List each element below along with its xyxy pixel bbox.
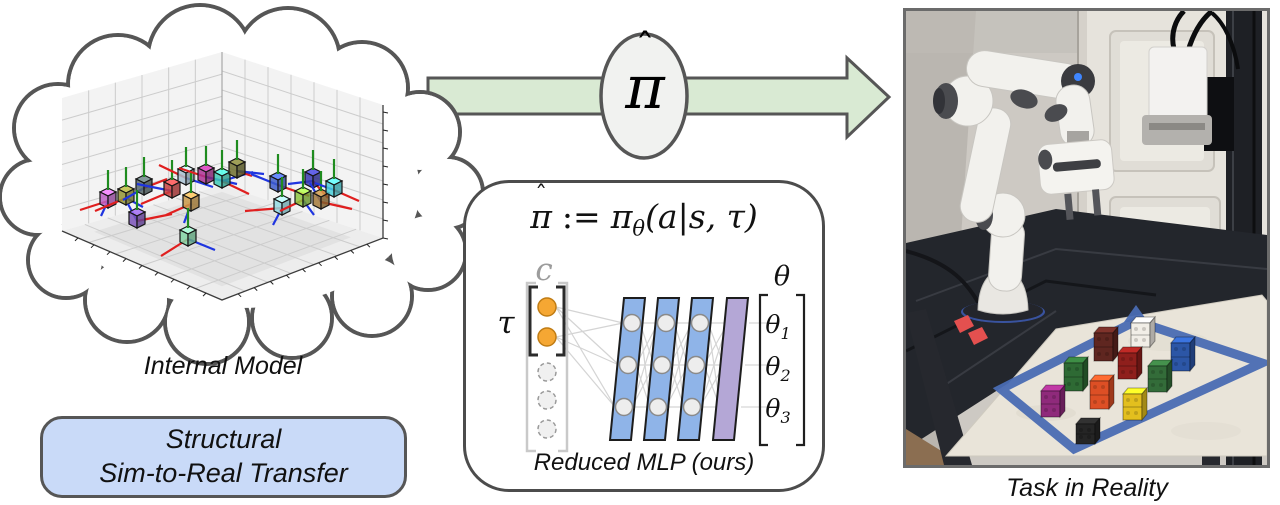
task-photo <box>903 8 1270 468</box>
hidden-node <box>690 313 710 333</box>
theta-output-1: θ1 <box>765 310 790 343</box>
tape-boundary <box>992 316 1267 455</box>
structural-transfer-box: Structural Sim-to-Real Transfer <box>40 416 407 498</box>
output-layer <box>711 297 750 441</box>
inactive-input-node <box>537 419 557 439</box>
tau-label: τ <box>497 305 515 341</box>
theta-output-2: θ2 <box>765 352 790 385</box>
task-in-reality-caption: Task in Reality <box>1006 474 1168 502</box>
hidden-node <box>686 355 706 375</box>
hidden-node <box>614 397 634 417</box>
pose-cube <box>190 194 200 212</box>
hidden-node <box>656 313 676 333</box>
status-led <box>1074 73 1082 81</box>
transfer-box-line1: Structural <box>165 424 282 455</box>
pose-cube <box>171 181 181 199</box>
theta-output-3: θ3 <box>765 394 790 427</box>
active-input-node <box>537 327 557 347</box>
pose-cube <box>320 192 330 210</box>
pose-cube <box>136 211 146 229</box>
policy-ellipse <box>599 32 689 160</box>
inactive-input-node <box>537 362 557 382</box>
pose-cube <box>302 190 312 208</box>
input-vector-bracket <box>525 281 569 453</box>
hidden-node <box>648 397 668 417</box>
inactive-input-node <box>537 390 557 410</box>
pose-cube <box>187 229 197 247</box>
theta-label: θ <box>774 261 790 292</box>
context-label: c <box>535 252 552 288</box>
internal-model-plot <box>61 52 389 301</box>
hidden-node <box>618 355 638 375</box>
hidden-node <box>652 355 672 375</box>
hidden-node <box>622 313 642 333</box>
hat-accent: ˆ <box>635 26 655 70</box>
pose-cube <box>333 180 343 198</box>
robot-arm <box>933 50 1115 345</box>
mlp-nodes <box>537 297 710 439</box>
pi-glyph: π <box>625 53 665 123</box>
hidden-node <box>682 397 702 417</box>
transfer-box-line2: Sim-to-Real Transfer <box>99 458 348 488</box>
pose-cube <box>236 161 246 179</box>
mlp-network-diagram: c τ θ θ1 θ2 θ3 <box>497 252 806 453</box>
internal-model-caption: Internal Model <box>143 352 303 380</box>
photo-scene <box>906 11 1267 465</box>
mlp-caption: Reduced MLP (ours) <box>533 449 755 476</box>
policy-pi-hat-symbol: ˆ π <box>601 26 689 123</box>
pose-cube <box>221 171 231 189</box>
task-blocks <box>1039 315 1197 446</box>
hat-accent: ˆ <box>535 181 548 209</box>
active-input-node <box>537 297 557 317</box>
theta-output-bracket <box>758 293 806 447</box>
active-context-bracket <box>528 285 566 357</box>
